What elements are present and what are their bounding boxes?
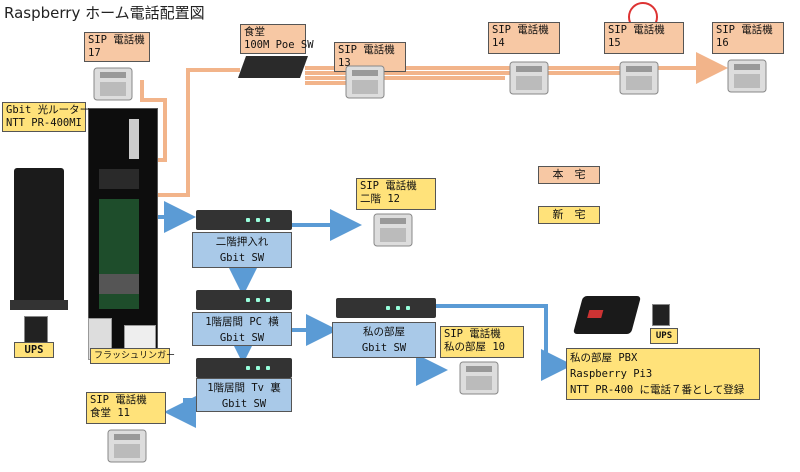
phone-13-icon xyxy=(344,62,386,102)
phone-12-icon xyxy=(372,210,414,250)
phone-14-icon xyxy=(508,58,550,98)
phone-17-label: SIP 電話機 17 xyxy=(84,32,150,62)
router-stand xyxy=(10,300,68,310)
page-title: Raspberry ホーム電話配置図 xyxy=(4,4,205,22)
phone-15-label: SIP 電話機 15 xyxy=(604,22,684,54)
phone-12-label: SIP 電話機 二階 12 xyxy=(356,178,436,210)
flash-ringer-label: フラッシュリンガー xyxy=(90,348,175,364)
phone-16-label: SIP 電話機 16 xyxy=(712,22,784,54)
flash-ringer-device-2 xyxy=(124,325,156,349)
switch-floor2-label: 二階押入れ Gbit SW xyxy=(192,232,292,268)
switch-floor1-pc-device xyxy=(196,290,292,310)
router-label: Gbit 光ルーター NTT PR-400MI xyxy=(2,102,90,132)
switch-dining-poe-device xyxy=(237,56,309,78)
ups-left-label: UPS xyxy=(14,342,54,358)
ups-left-device xyxy=(24,316,48,344)
legend-main-house: 本 宅 xyxy=(538,166,600,184)
phone-17-icon xyxy=(92,64,134,104)
switch-floor1-tv-label: 1階居間 Tv 裏 Gbit SW xyxy=(196,378,292,412)
phone-16-icon xyxy=(726,56,768,96)
phone-14-label: SIP 電話機 14 xyxy=(488,22,560,54)
ups-right-device xyxy=(652,304,670,326)
router-device xyxy=(14,168,64,308)
phone-11-icon xyxy=(106,426,148,466)
raspberry-pi-device xyxy=(572,296,642,334)
switch-floor2-device xyxy=(196,210,292,230)
switch-my-room-label: 私の部屋 Gbit SW xyxy=(332,322,436,358)
legend-new-house: 新 宅 xyxy=(538,206,600,224)
switch-dining-poe-label: 食堂 100M Poe SW xyxy=(240,24,314,54)
phone-10-icon xyxy=(458,358,500,398)
switch-floor1-pc-label: 1階居間 PC 横 Gbit SW xyxy=(192,312,292,346)
phone-15-icon xyxy=(618,58,660,98)
ups-right-label: UPS xyxy=(650,328,678,344)
phone-10-label: SIP 電話機 私の部屋 10 xyxy=(440,326,524,358)
phone-11-label: SIP 電話機 食堂 11 xyxy=(86,392,166,424)
pbx-label: 私の部屋 PBX Raspberry Pi3 NTT PR-400 に電話７番と… xyxy=(566,348,760,400)
switch-floor1-tv-device xyxy=(196,358,292,378)
switch-my-room-device xyxy=(336,298,436,318)
